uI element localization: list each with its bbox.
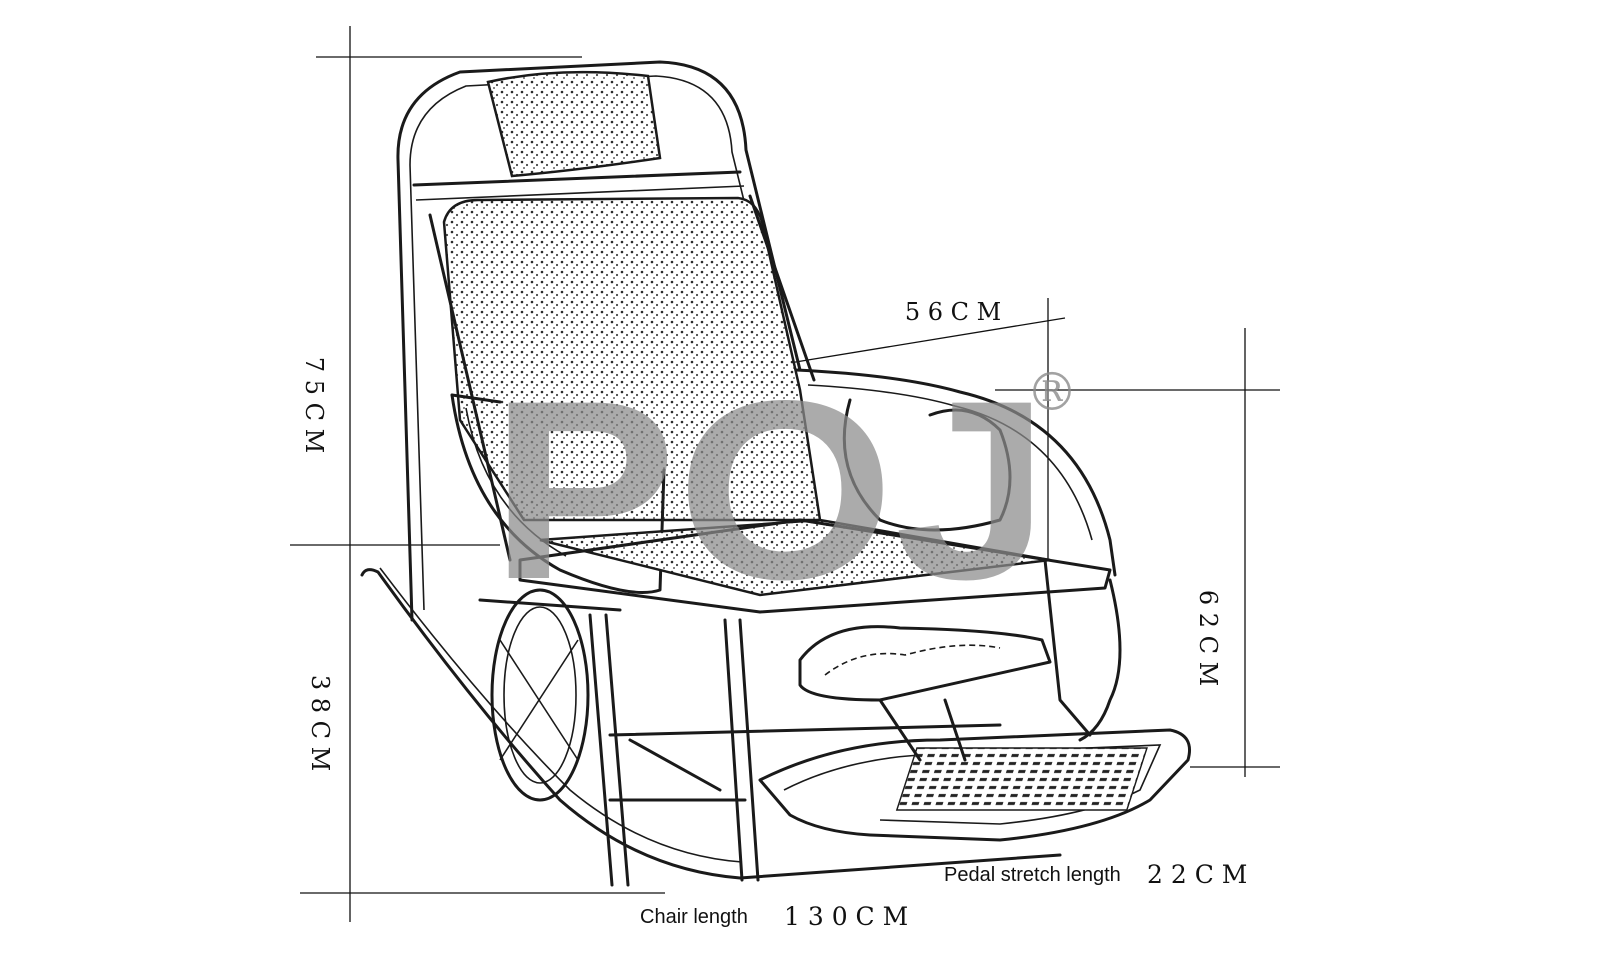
- brand-watermark: POJ: [490, 348, 1050, 633]
- pedal-stretch-value: 2 2 C M: [1147, 860, 1247, 889]
- right-rocker: [1078, 578, 1122, 742]
- backrest-panel: [442, 196, 822, 522]
- depth-dimension-label: 5 6 C M: [905, 298, 1001, 326]
- pedal-massage-rollers: [895, 747, 1148, 811]
- pedal-footrest: [758, 728, 1191, 842]
- seat-height-dimension-label: 3 8 C M: [306, 675, 334, 771]
- registered-mark: ®: [1026, 363, 1078, 423]
- back-height-dimension-label: 7 5 C M: [300, 357, 328, 453]
- left-rocker: [360, 568, 1062, 880]
- armrest-height-dimension-label: 6 2 C M: [1194, 590, 1222, 686]
- pedal-stretch-label: Pedal stretch length: [944, 864, 1121, 886]
- chair-length-label: Chair length: [640, 906, 748, 928]
- chair-length-value: 1 3 0 C M: [784, 902, 908, 931]
- rocking-chair-illustration: [360, 60, 1191, 887]
- headrest-cushion: [486, 70, 662, 178]
